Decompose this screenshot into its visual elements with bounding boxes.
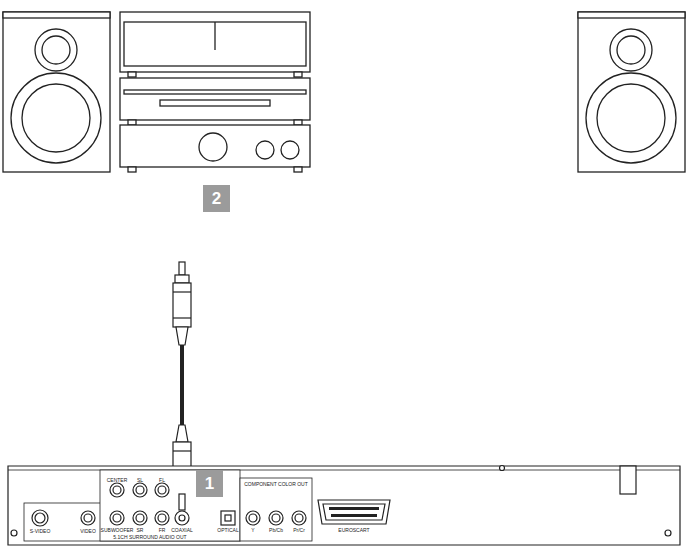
cd-unit bbox=[120, 78, 310, 120]
dvd-back-panel bbox=[8, 466, 680, 546]
socket-label: SL bbox=[137, 477, 143, 483]
group-label: 5.1CH SURROUND AUDIO OUT bbox=[113, 534, 186, 540]
socket-label: SUBWOOFER bbox=[101, 527, 134, 533]
tuner-unit bbox=[120, 12, 310, 72]
socket-label: FL bbox=[159, 477, 165, 483]
socket-label: CENTER bbox=[107, 477, 128, 483]
callout-number: 1 bbox=[196, 470, 223, 497]
callout-number: 2 bbox=[203, 185, 230, 212]
speaker bbox=[3, 12, 110, 172]
scart-socket bbox=[318, 500, 390, 524]
speaker bbox=[578, 12, 685, 172]
socket-label: Pb/Cb bbox=[269, 527, 283, 533]
socket-label: SR bbox=[137, 527, 144, 533]
socket-label: Pr/Cr bbox=[293, 527, 305, 533]
socket-label: OPTICAL bbox=[217, 527, 238, 533]
socket-label: FR bbox=[159, 527, 166, 533]
socket-label: S-VIDEO bbox=[30, 528, 51, 534]
socket-label: COAXIAL bbox=[171, 527, 193, 533]
amplifier-unit bbox=[120, 125, 310, 167]
socket-label: Y bbox=[251, 527, 254, 533]
socket-label: VIDEO bbox=[80, 528, 96, 534]
group-label: COMPONENT COLOR OUT bbox=[244, 481, 308, 487]
socket-label: EUROSCART bbox=[338, 527, 369, 533]
